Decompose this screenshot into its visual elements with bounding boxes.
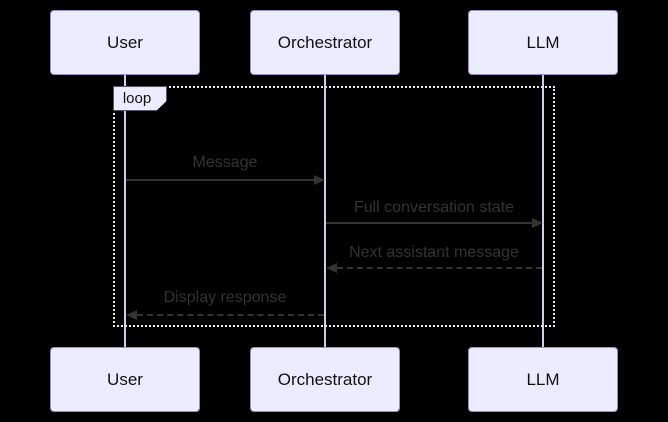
loop-label-text: loop <box>122 90 152 107</box>
arrowhead-left-icon <box>126 310 137 320</box>
message-label: Next assistant message <box>349 244 519 261</box>
arrowhead-right-icon <box>314 175 325 185</box>
actor-box-orchestrator-bottom: Orchestrator <box>250 347 400 412</box>
actor-label: User <box>107 32 143 52</box>
message-line <box>137 314 324 316</box>
arrowhead-right-icon <box>532 218 543 228</box>
message-line <box>326 222 534 224</box>
actor-box-user-bottom: User <box>50 347 200 412</box>
lifeline-orchestrator <box>324 75 326 347</box>
message-label: Display response <box>163 289 287 306</box>
loop-label: loop <box>113 86 167 111</box>
loop-frame <box>113 86 555 327</box>
actor-label: Orchestrator <box>277 369 373 389</box>
message-line <box>337 267 542 269</box>
lifeline-user <box>124 75 126 347</box>
actor-box-orchestrator-top: Orchestrator <box>250 10 400 75</box>
arrowhead-left-icon <box>326 263 337 273</box>
actor-label: User <box>107 369 143 389</box>
message-line <box>126 179 316 181</box>
message-label: Message <box>192 154 258 171</box>
message-label: Full conversation state <box>353 199 515 216</box>
actor-label: LLM <box>526 32 560 52</box>
actor-box-user-top: User <box>50 10 200 75</box>
actor-label: Orchestrator <box>277 32 373 52</box>
lifeline-llm <box>542 75 544 347</box>
actor-box-llm-bottom: LLM <box>468 347 618 412</box>
actor-label: LLM <box>526 369 560 389</box>
actor-box-llm-top: LLM <box>468 10 618 75</box>
